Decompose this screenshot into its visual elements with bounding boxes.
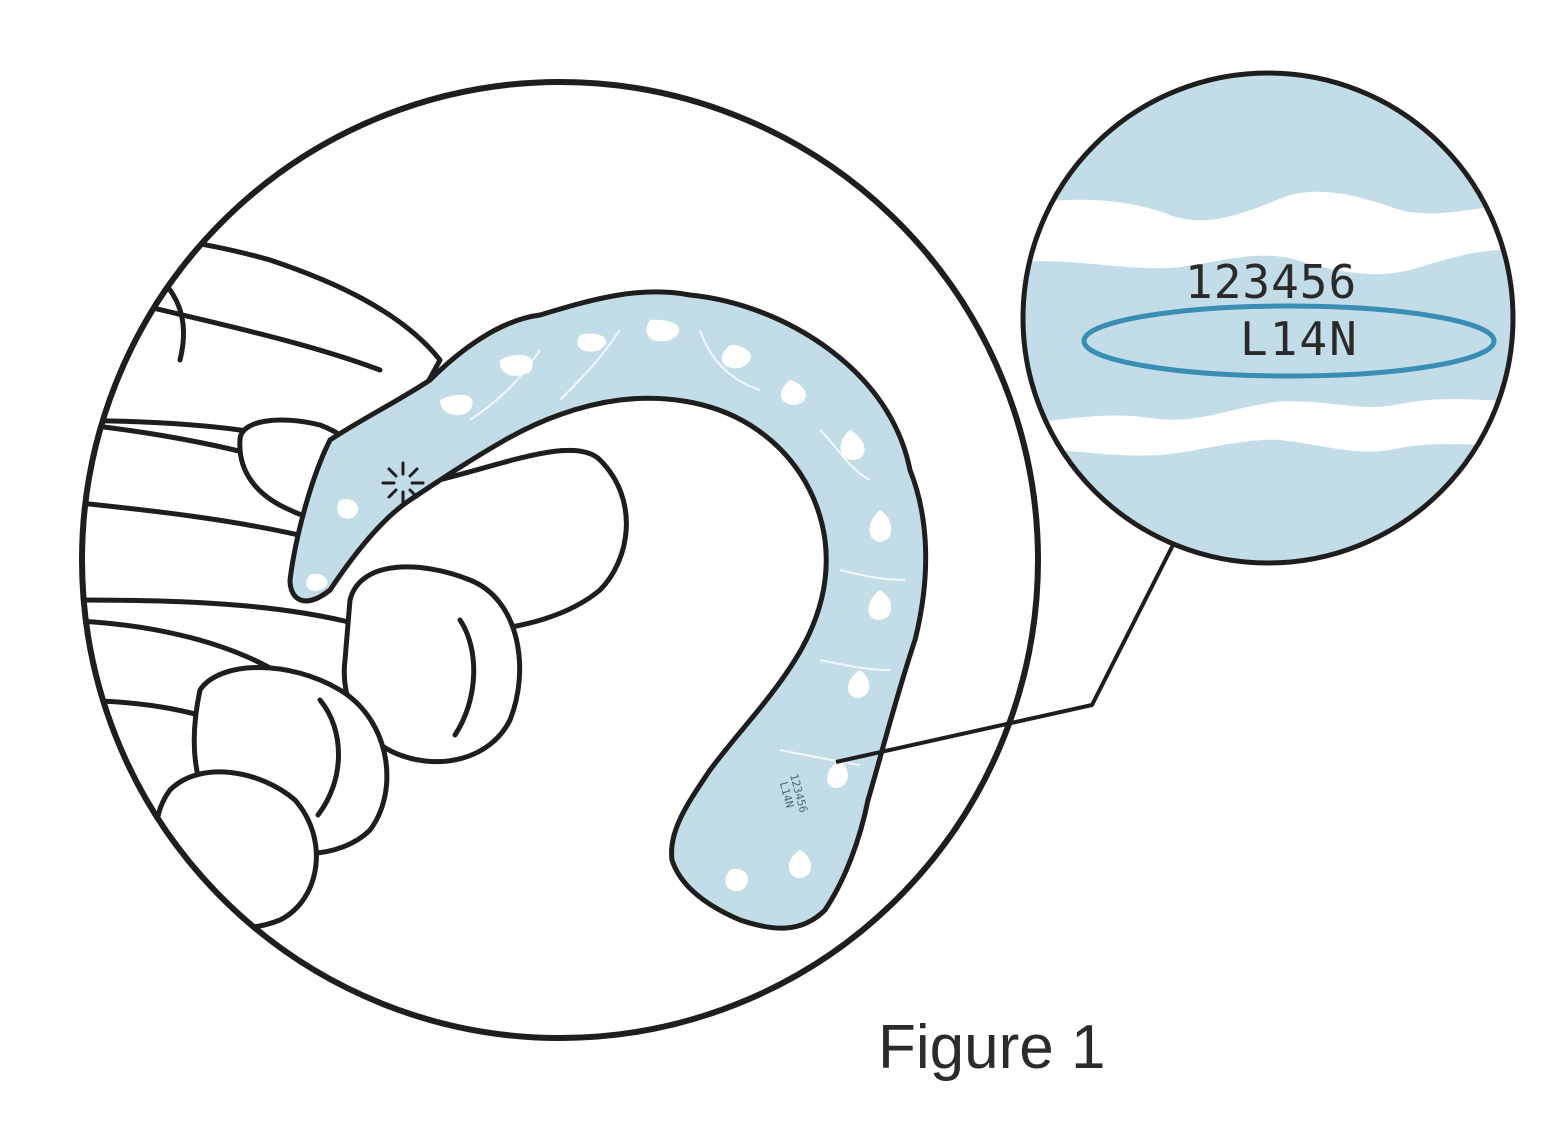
magnifier-circle-frame (1020, 70, 1516, 566)
main-scene: 123456 L14N (82, 227, 929, 931)
figure-caption: Figure 1 (878, 1013, 1106, 1082)
aligner-tray: 123456 L14N (287, 289, 929, 931)
code-highlight-ellipse (1081, 303, 1497, 379)
callout-leader-line (835, 534, 1180, 764)
magnified-view: 123456 L14N (1023, 73, 1513, 563)
magnified-serial-number: 123456 (1185, 255, 1357, 309)
main-circle-frame (79, 79, 1041, 1041)
sparkle-icon (381, 461, 425, 505)
magnified-code: L14N (1240, 312, 1359, 366)
